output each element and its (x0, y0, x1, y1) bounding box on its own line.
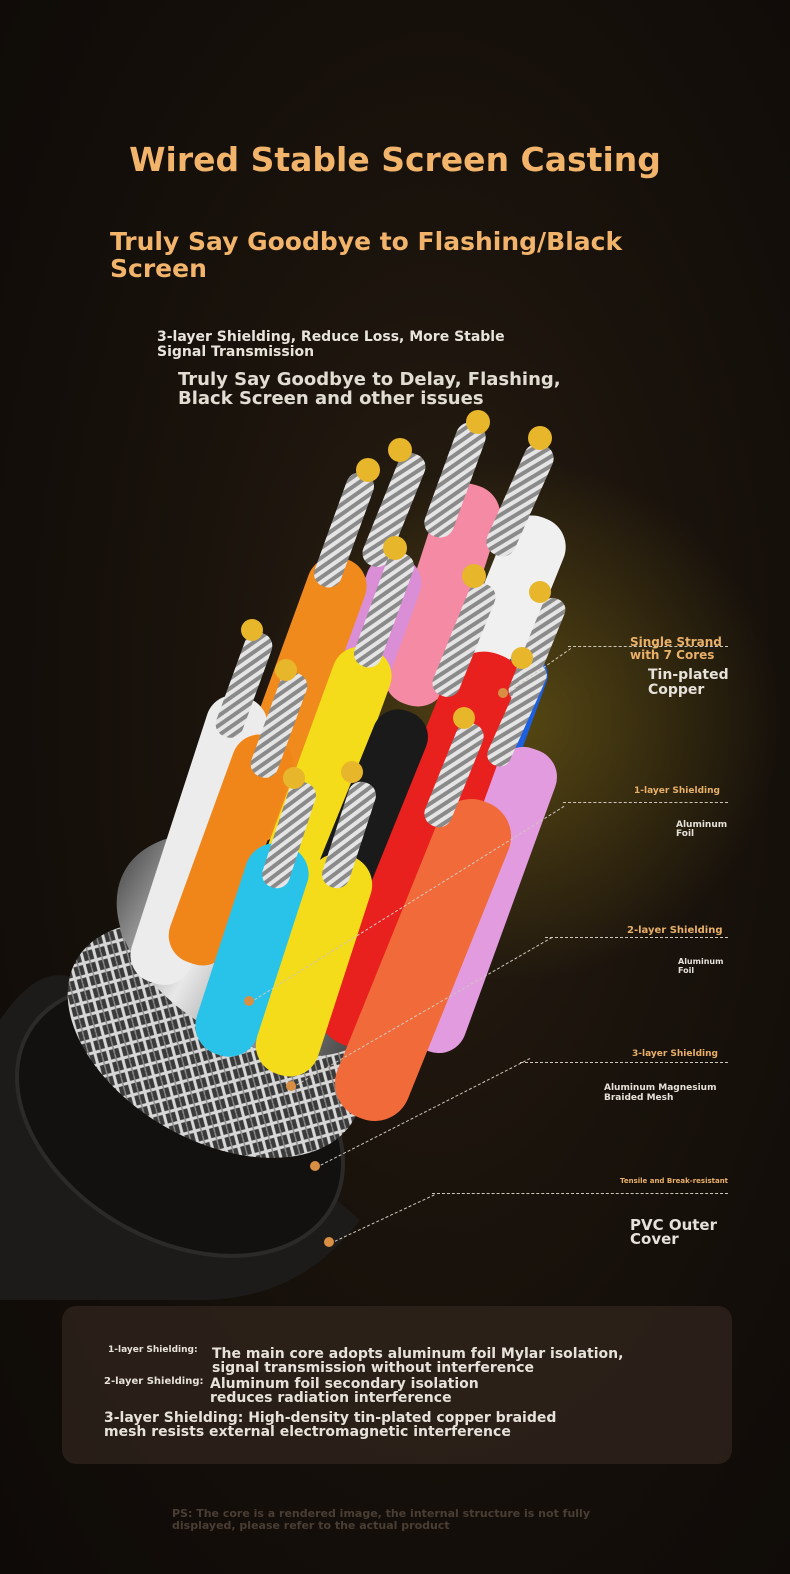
page-subtitle: Truly Say Goodbye to Flashing/Black Scre… (110, 227, 623, 283)
panel-row1-text: The main core adopts aluminum foil Mylar… (212, 1346, 624, 1376)
strand-tip (383, 536, 407, 560)
marker-outer (324, 1237, 334, 1247)
strand (353, 552, 415, 668)
marker-core (498, 688, 508, 698)
panel-row2-label: 2-layer Shielding: (104, 1376, 204, 1387)
strand-tip (388, 438, 412, 462)
strand-tip (275, 659, 297, 681)
panel-row1-label: 1-layer Shielding: (108, 1345, 198, 1355)
label-layer1-material: Aluminum Foil (676, 820, 728, 839)
feature-line-secondary: Truly Say Goodbye to Delay, Flashing, Bl… (178, 369, 561, 409)
strand-tip (511, 647, 533, 669)
copper-strands (215, 410, 566, 889)
strand-tip (528, 426, 552, 450)
strand (250, 672, 308, 778)
cable-illustration (0, 410, 780, 1300)
label-outer-material: PVC Outer Cover (630, 1216, 718, 1248)
feature-line: 3-layer Shielding, Reduce Loss, More Sta… (157, 329, 505, 360)
strand-tip (341, 761, 363, 783)
marker-layer2 (286, 1081, 296, 1091)
wire-pink (383, 483, 501, 707)
wire-cyan (195, 843, 309, 1057)
strand-tip (466, 410, 490, 434)
wire-orange-red (334, 799, 512, 1121)
strand (424, 422, 486, 538)
panel-row3-text: 3-layer Shielding: High-density tin-plat… (104, 1410, 557, 1440)
strand (362, 453, 426, 567)
strand (313, 472, 375, 588)
strand-tip (241, 619, 263, 641)
strand (262, 781, 316, 889)
panel-row2-text: Aluminum foil secondary isolation reduce… (210, 1376, 479, 1406)
label-layer2-material: Aluminum Foil (678, 957, 724, 975)
label-core-material: Tin-plated Copper (648, 667, 729, 698)
strand (215, 632, 273, 738)
strand-tip (283, 767, 305, 789)
label-layer1-title: 1-layer Shielding (634, 786, 720, 796)
marker-layer1 (244, 996, 254, 1006)
wire-yellow-front (255, 853, 373, 1077)
leader-layer1-h (563, 802, 728, 803)
leader-core-h (568, 646, 728, 647)
strand (322, 781, 376, 889)
leader-outer-h (432, 1193, 728, 1194)
strand (424, 722, 484, 828)
leader-layer3-h (520, 1062, 728, 1063)
label-outer-title: Tensile and Break-resistant (620, 1177, 729, 1185)
disclaimer: PS: The core is a rendered image, the in… (172, 1507, 590, 1532)
marker-layer3 (310, 1161, 320, 1171)
leader-layer2-h (545, 937, 728, 938)
strand-tip (529, 581, 551, 603)
shielding-info-panel (62, 1306, 732, 1464)
strand (487, 663, 547, 767)
label-layer3-title: 3-layer Shielding (632, 1049, 718, 1059)
wire-orange-left (168, 734, 294, 966)
page-title: Wired Stable Screen Casting (129, 140, 661, 179)
label-core-title: Single Strand with 7 Cores (630, 635, 722, 662)
strand-tip (356, 458, 380, 482)
strand-tip (462, 564, 486, 588)
label-layer2-title: 2-layer Shielding (627, 925, 723, 936)
label-layer3-material: Aluminum Magnesium Braided Mesh (604, 1083, 717, 1103)
strand (432, 583, 496, 697)
strand (486, 443, 554, 557)
strand-tip (453, 707, 475, 729)
